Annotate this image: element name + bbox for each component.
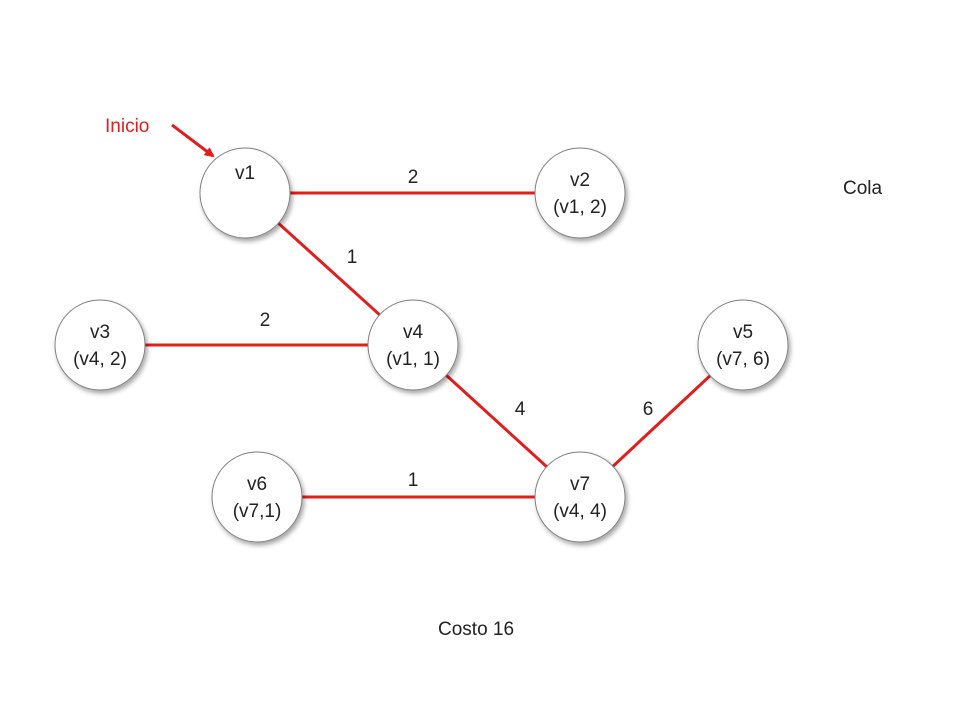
nodes-layer: v1 v2 (v1, 2) v3 (v4, 2) v4 (v1, 1) v5 (v7, 6) v6… <box>54 147 789 543</box>
node-v5: v5 (v7, 6) <box>697 299 789 391</box>
node-name-v6: v6 <box>247 474 267 495</box>
start-arrow <box>171 123 215 158</box>
node-circle-v3 <box>54 299 146 391</box>
edge-v1-v4 <box>277 222 381 316</box>
node-info-v5: (v7, 6) <box>716 349 770 370</box>
edge-weight-v1-v4: 1 <box>347 247 358 268</box>
edge-weight-v3-v4: 2 <box>260 310 271 331</box>
node-circle-v5 <box>697 299 789 391</box>
node-circle-v7 <box>534 451 626 543</box>
edge-weight-v7-v5: 6 <box>643 399 654 420</box>
edge-labels-layer: 2 1 2 4 6 1 <box>260 167 654 491</box>
node-info-v4: (v1, 1) <box>386 349 440 370</box>
edge-v4-v7 <box>445 374 548 468</box>
node-name-v3: v3 <box>90 322 110 343</box>
node-info-v3: (v4, 2) <box>73 349 127 370</box>
edge-weight-v6-v7: 1 <box>408 470 419 491</box>
node-v7: v7 (v4, 4) <box>534 451 626 543</box>
node-v2: v2 (v1, 2) <box>534 147 626 239</box>
node-name-v2: v2 <box>570 170 590 191</box>
node-v4: v4 (v1, 1) <box>367 299 459 391</box>
node-name-v1: v1 <box>235 163 255 184</box>
edge-weight-v1-v2: 2 <box>408 167 419 188</box>
node-info-v7: (v4, 4) <box>553 501 607 522</box>
queue-label: Cola <box>843 178 883 199</box>
node-circle-v6 <box>211 451 303 543</box>
start-label: Inicio <box>105 116 149 137</box>
cost-label: Costo 16 <box>438 619 514 640</box>
node-circle-v1 <box>199 147 291 239</box>
node-name-v4: v4 <box>403 322 424 343</box>
node-info-v6: (v7,1) <box>233 501 282 522</box>
node-v1: v1 <box>199 147 291 239</box>
node-v3: v3 (v4, 2) <box>54 299 146 391</box>
node-circle-v4 <box>367 299 459 391</box>
node-v6: v6 (v7,1) <box>211 451 303 543</box>
node-circle-v2 <box>534 147 626 239</box>
node-name-v7: v7 <box>570 474 590 495</box>
node-info-v2: (v1, 2) <box>553 197 607 218</box>
edges-layer <box>145 191 712 499</box>
start-indicator: Inicio <box>105 116 215 158</box>
edge-v7-v5 <box>611 374 712 468</box>
node-name-v5: v5 <box>733 322 753 343</box>
edge-weight-v4-v7: 4 <box>515 399 526 420</box>
